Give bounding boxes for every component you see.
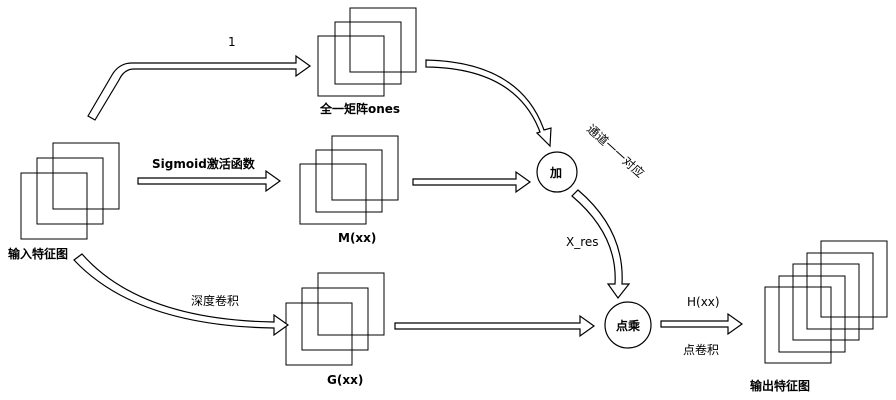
label-m: M(xx) [338, 231, 376, 245]
label-add: 加 [549, 165, 562, 180]
label-depthwise-conv: 深度卷积 [191, 293, 239, 308]
ones-matrix [318, 8, 416, 96]
arrow-ones-to-add [426, 60, 551, 146]
label-xres: X_res [566, 235, 599, 249]
label-output: 输出特征图 [750, 378, 810, 393]
label-pointwise-conv: 点卷积 [683, 342, 719, 357]
label-input: 输入特征图 [8, 246, 68, 261]
label-sigmoid: Sigmoid激活函数 [152, 156, 256, 171]
arrow-g-to-multiply [395, 316, 594, 336]
arrow-sigmoid [138, 171, 280, 191]
input-feature-map [21, 143, 119, 239]
label-h: H(xx) [687, 295, 720, 309]
label-one: 1 [228, 35, 236, 49]
arrow-input-to-ones [88, 56, 310, 120]
label-multiply: 点乘 [616, 318, 640, 333]
arrow-pointwise-conv [661, 314, 742, 334]
arrow-m-to-add [413, 172, 530, 192]
output-feature-map [765, 241, 887, 363]
g-feature-map [286, 273, 384, 365]
arrow-depthwise-conv [74, 254, 288, 335]
m-feature-map [300, 136, 398, 224]
label-ones: 全一矩阵ones [319, 101, 400, 116]
label-g: G(xx) [327, 373, 363, 387]
label-channel: 通道一一对应 [584, 121, 648, 180]
